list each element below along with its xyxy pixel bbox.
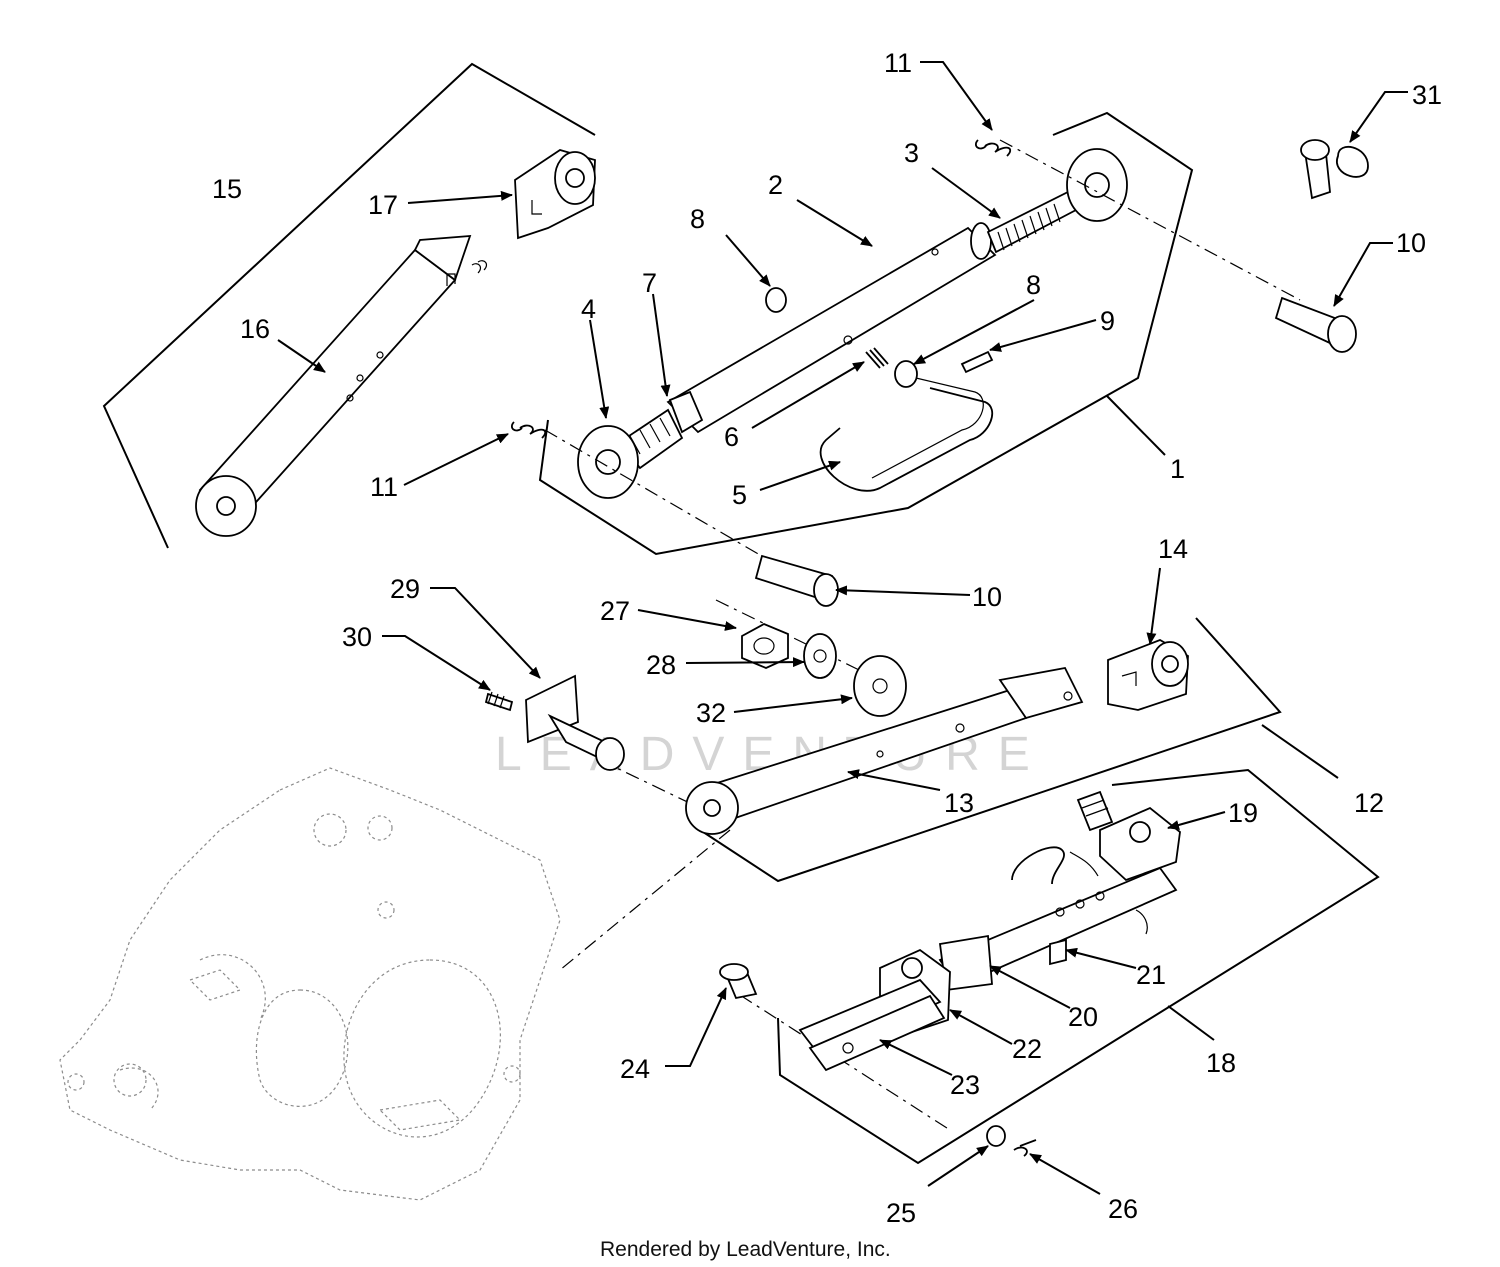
- callout-27: 27: [600, 596, 630, 626]
- pin-10-upper: [1274, 296, 1357, 353]
- bracket-12: [693, 617, 1282, 883]
- end-fitting-4: [577, 408, 684, 499]
- axis-line-13: [559, 829, 731, 971]
- callout-12: 12: [1354, 788, 1384, 818]
- callout-14: 14: [1158, 534, 1188, 564]
- end-block-14: [1107, 639, 1189, 711]
- callout-7: 7: [642, 268, 657, 298]
- callout-26: 26: [1108, 1194, 1138, 1224]
- top-link-tube-2: [666, 222, 997, 434]
- pin-21: [1049, 938, 1067, 966]
- washer-25: [986, 1125, 1006, 1147]
- axis-line-27: [715, 599, 901, 691]
- transmission-housing-ghost: [59, 767, 561, 1201]
- callout-20: 20: [1068, 1002, 1098, 1032]
- pin-9: [960, 350, 994, 374]
- washer-32: [853, 655, 907, 717]
- drawbar-20: [938, 866, 1178, 992]
- cotter-26: [1013, 1139, 1037, 1157]
- clip-11-top: [974, 139, 1012, 157]
- callout-25: 25: [886, 1198, 916, 1228]
- bracket-15: [102, 62, 596, 549]
- axis-line-top: [999, 139, 1301, 301]
- handle-5: [819, 377, 994, 492]
- callout-24: 24: [620, 1054, 650, 1084]
- axis-line-29: [599, 759, 701, 809]
- nut-27: [741, 623, 789, 669]
- callout-1: 1: [1170, 454, 1185, 484]
- pin-24: [719, 963, 758, 1000]
- callout-29: 29: [390, 574, 420, 604]
- callout-16: 16: [240, 314, 270, 344]
- callout-21: 21: [1136, 960, 1166, 990]
- callout-9: 9: [1100, 306, 1115, 336]
- callout-32: 32: [696, 698, 726, 728]
- threaded-rod-3: [986, 148, 1128, 254]
- lock-washer-28: [803, 633, 837, 679]
- washer-8-left: [765, 287, 787, 313]
- callout-18: 18: [1206, 1048, 1236, 1078]
- bracket-18: [777, 768, 1380, 1165]
- bolt-30: [484, 691, 514, 712]
- callout-15: 15: [212, 174, 242, 204]
- callout-2: 2: [768, 170, 783, 200]
- axis-line-mid: [544, 429, 761, 556]
- callout-6: 6: [724, 422, 739, 452]
- callout-5: 5: [732, 480, 747, 510]
- credit-text: Rendered by LeadVenture, Inc.: [600, 1238, 891, 1261]
- washer-8-right: [894, 360, 918, 388]
- callout-30: 30: [342, 622, 372, 652]
- lower-link-13: [685, 666, 1084, 835]
- stud-29: [525, 674, 625, 771]
- spring-6: [865, 347, 889, 369]
- clevis-23: [798, 978, 946, 1072]
- link-arm-16: [195, 234, 488, 537]
- callout-28: 28: [646, 650, 676, 680]
- clip-11-left: [510, 421, 547, 439]
- callout-3: 3: [904, 138, 919, 168]
- callout-11-top: 11: [884, 48, 912, 78]
- pin-10-lower: [754, 554, 839, 607]
- bracket-1: [538, 111, 1194, 556]
- callout-8-right: 8: [1026, 270, 1041, 300]
- callout-10-lower: 10: [972, 582, 1002, 612]
- pin-31: [1300, 139, 1369, 200]
- callout-4: 4: [581, 294, 596, 324]
- callout-22: 22: [1012, 1034, 1042, 1064]
- callout-19: 19: [1228, 798, 1258, 828]
- callout-13: 13: [944, 788, 974, 818]
- callout-23: 23: [950, 1070, 980, 1100]
- end-block-17: [514, 149, 596, 240]
- callout-8-left: 8: [690, 204, 705, 234]
- callout-17: 17: [368, 190, 398, 220]
- callout-31: 31: [1412, 80, 1442, 110]
- callout-10-upper: 10: [1396, 228, 1426, 258]
- callout-11-left: 11: [370, 472, 398, 502]
- lock-nut-7: [668, 390, 704, 434]
- bracket-19: [1076, 790, 1181, 882]
- hitch-pin-handle: [1011, 846, 1148, 935]
